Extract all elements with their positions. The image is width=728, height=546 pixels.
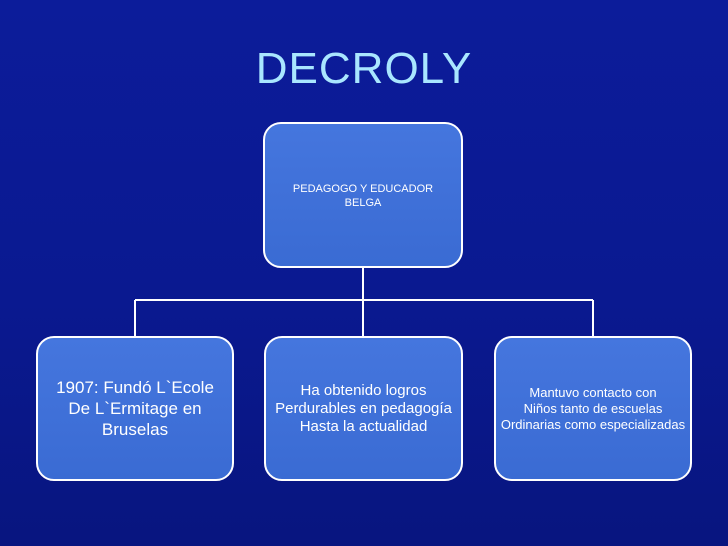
child-node-achievements: Ha obtenido logros Perdurables en pedago…: [264, 336, 463, 481]
child-node-founded-school: 1907: Fundó L`Ecole De L`Ermitage en Bru…: [36, 336, 234, 481]
root-node: PEDAGOGO Y EDUCADOR BELGA: [263, 122, 463, 268]
child-node-text: 1907: Fundó L`Ecole De L`Ermitage en Bru…: [56, 378, 214, 439]
child-node-text: Ha obtenido logros Perdurables en pedago…: [275, 381, 452, 435]
child-node-text: Mantuvo contacto con Niños tanto de escu…: [500, 384, 686, 432]
root-node-text: PEDAGOGO Y EDUCADOR BELGA: [292, 183, 434, 209]
slide-title: DECROLY: [255, 44, 473, 93]
child-node-contact-children: Mantuvo contacto con Niños tanto de escu…: [494, 336, 692, 481]
